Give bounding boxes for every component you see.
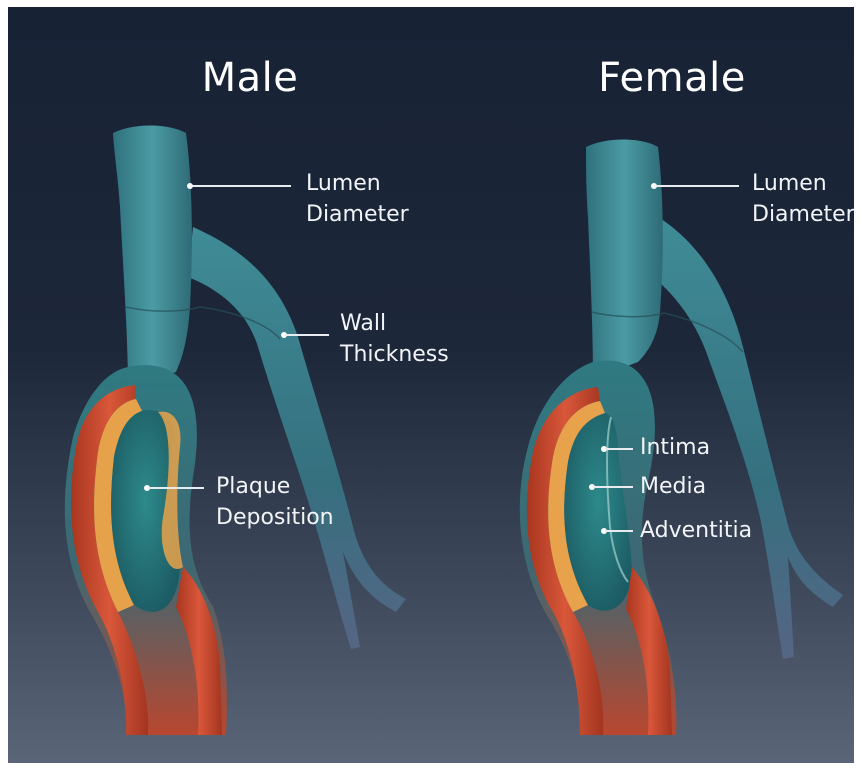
- male-wall-label: Wall Thickness: [340, 308, 449, 370]
- male-lumen-leader: [191, 185, 291, 187]
- female-lumen-label: Lumen Diameter: [752, 168, 854, 230]
- male-plaque-leader: [148, 487, 204, 489]
- female-trunk: [586, 140, 663, 380]
- male-trunk: [113, 126, 192, 388]
- male-lumen-label: Lumen Diameter: [306, 168, 409, 230]
- female-intima-label: Intima: [640, 432, 710, 463]
- male-branch: [188, 227, 406, 649]
- male-plaque-label: Plaque Deposition: [216, 471, 334, 533]
- female-adventitia-label: Adventitia: [640, 515, 752, 546]
- female-media-label: Media: [640, 471, 706, 502]
- male-wall-leader: [285, 334, 329, 336]
- female-panel-title: Female: [542, 55, 802, 101]
- artery-illustration: [8, 7, 854, 763]
- male-panel-title: Male: [120, 55, 380, 101]
- female-lumen-leader: [655, 185, 739, 187]
- female-media-leader: [593, 486, 633, 488]
- female-intima-leader: [605, 448, 633, 450]
- illustration-canvas: Male Female Lumen Diameter Wall Thicknes…: [8, 7, 854, 763]
- female-adventitia-leader: [605, 530, 633, 532]
